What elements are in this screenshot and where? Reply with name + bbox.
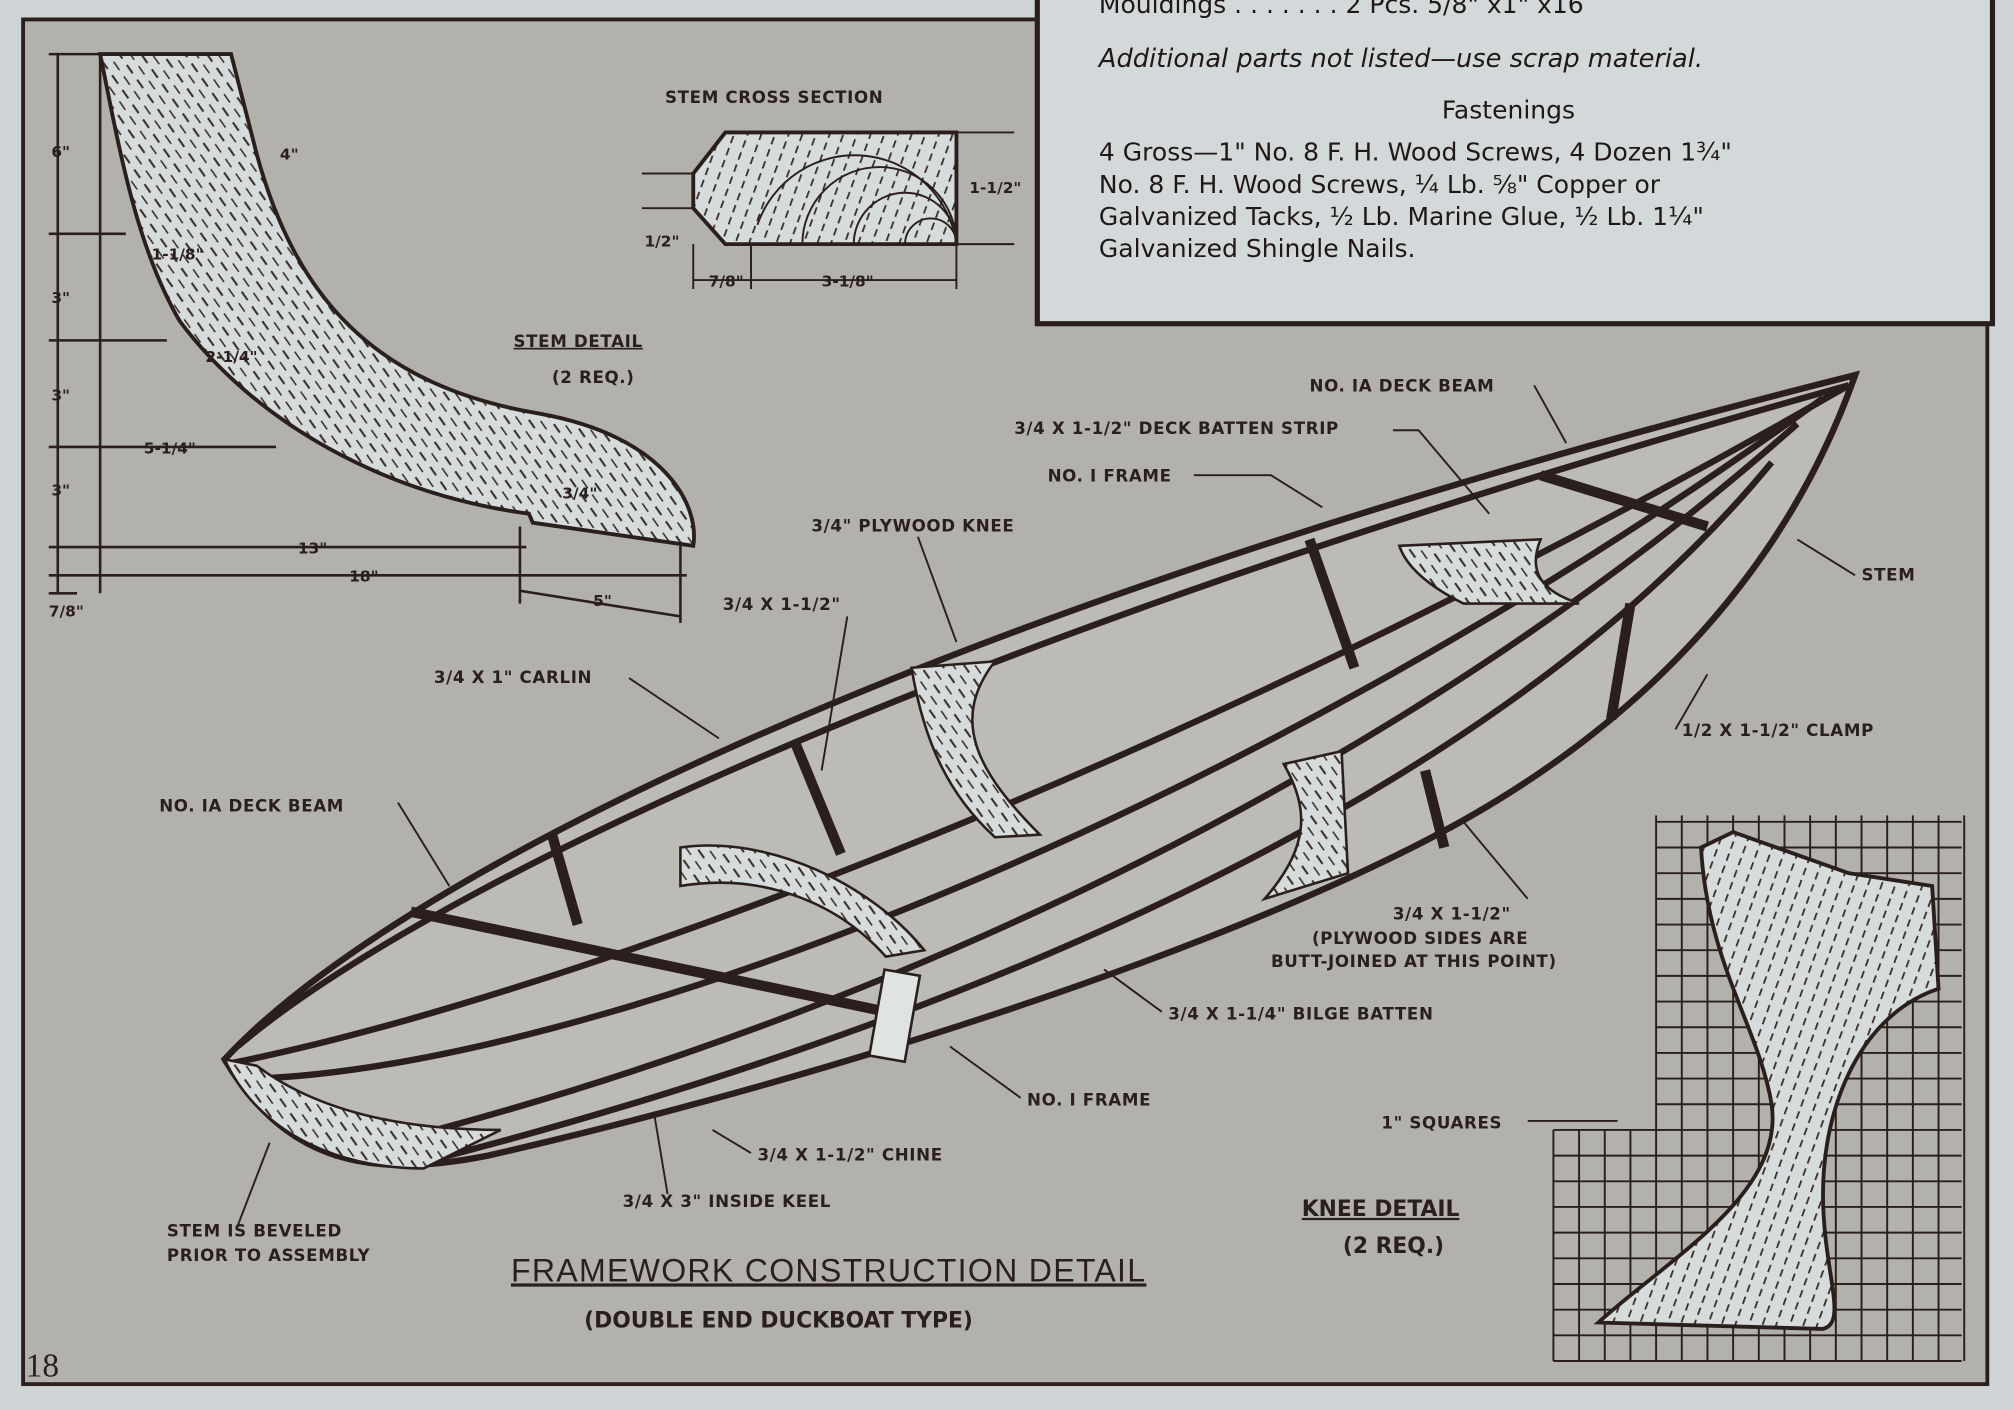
mouldings-line: Mouldings . . . . . . . 2 Pcs. 5/8" x1" …: [1099, 0, 1584, 19]
dim-label: 1/2": [644, 233, 679, 251]
framework-labels: NO. IA DECK BEAM 3/4 X 1-1/2" DECK BATTE…: [159, 377, 1915, 1265]
dim-label: 4": [280, 145, 299, 163]
knee-detail-drawing: KNEE DETAIL (2 REQ.): [1302, 815, 1966, 1362]
label-plywood-sides: (PLYWOOD SIDES ARE: [1312, 929, 1528, 948]
dim-label: 3": [51, 289, 70, 307]
dim-label: 3/4": [562, 484, 597, 502]
fastenings-line: Galvanized Shingle Nails.: [1099, 234, 1416, 263]
stem-cross-section: STEM CROSS SECTION 1-1/2" 1/2" 7/8" 3-1/…: [641, 88, 1021, 290]
label-chine: 3/4 X 1-1/2" CHINE: [757, 1146, 942, 1165]
dim-label: 7/8": [49, 602, 84, 620]
figure-title: FRAMEWORK CONSTRUCTION DETAIL: [511, 1252, 1146, 1288]
label-inside-keel: 3/4 X 3" INSIDE KEEL: [623, 1192, 831, 1211]
dim-label: 18": [349, 568, 378, 586]
label-plywood-knee: 3/4" PLYWOOD KNEE: [811, 517, 1014, 536]
dim-label: 5-1/4": [144, 439, 196, 457]
knee-detail-subtitle: (2 REQ.): [1343, 1234, 1444, 1259]
label-stem-beveled: PRIOR TO ASSEMBLY: [167, 1246, 371, 1265]
label-side-size: 3/4 X 1-1/2": [1393, 904, 1511, 923]
dim-label: 5": [593, 592, 612, 610]
dim-label: 3-1/8": [822, 272, 874, 290]
label-deck-batten-strip: 3/4 X 1-1/2" DECK BATTEN STRIP: [1014, 419, 1339, 438]
label-stem: STEM: [1862, 565, 1916, 584]
label-plywood-sides: BUTT-JOINED AT THIS POINT): [1271, 952, 1557, 971]
label-upright: 3/4 X 1-1/2": [723, 595, 841, 614]
label-bilge-batten: 3/4 X 1-1/4" BILGE BATTEN: [1168, 1005, 1433, 1024]
fastenings-heading: Fastenings: [1442, 95, 1575, 124]
label-clamp: 1/2 X 1-1/2" CLAMP: [1682, 721, 1874, 740]
dim-label: 7/8": [709, 272, 744, 290]
label-frame: NO. I FRAME: [1048, 467, 1172, 486]
stem-detail-subtitle: (2 REQ.): [552, 368, 635, 387]
additional-note: Additional parts not listed—use scrap ma…: [1097, 44, 1703, 74]
dim-label: 1-1/2": [969, 179, 1021, 197]
label-deck-beam: NO. IA DECK BEAM: [1309, 377, 1494, 396]
dim-label: 13": [298, 540, 327, 558]
label-carlin: 3/4 X 1" CARLIN: [434, 668, 592, 687]
dim-label: 2-1/4": [205, 348, 257, 366]
label-stem-beveled: STEM IS BEVELED: [167, 1221, 342, 1240]
fastenings-line: 4 Gross—1" No. 8 F. H. Wood Screws, 4 Do…: [1099, 138, 1732, 167]
fastenings-line: No. 8 F. H. Wood Screws, ¼ Lb. ⅝" Copper…: [1099, 170, 1661, 199]
stem-cross-section-title: STEM CROSS SECTION: [665, 88, 883, 107]
stem-detail-title: STEM DETAIL: [514, 332, 643, 351]
label-frame: NO. I FRAME: [1027, 1091, 1151, 1110]
stem-detail-drawing: 6" 3" 3" 3" 7/8" 4" 1-1/8" 2-1/4" 5-1/4"…: [49, 52, 696, 623]
page-number: 18: [26, 1347, 59, 1384]
dim-label: 3": [51, 387, 70, 405]
fastenings-line: Galvanized Tacks, ½ Lb. Marine Glue, ½ L…: [1099, 202, 1704, 231]
dim-label: 6": [51, 143, 70, 161]
knee-detail-title: KNEE DETAIL: [1302, 1197, 1460, 1222]
dim-label: 1-1/8": [151, 246, 203, 264]
label-squares: 1" SQUARES: [1381, 1114, 1502, 1133]
figure-subtitle: (DOUBLE END DUCKBOAT TYPE): [584, 1309, 973, 1334]
dim-label: 3": [51, 482, 70, 500]
label-deck-beam: NO. IA DECK BEAM: [159, 797, 344, 816]
parts-list-box: Mouldings . . . . . . . 2 Pcs. 5/8" x1" …: [1034, 0, 1996, 327]
boat-framework-drawing: [220, 370, 1861, 1227]
